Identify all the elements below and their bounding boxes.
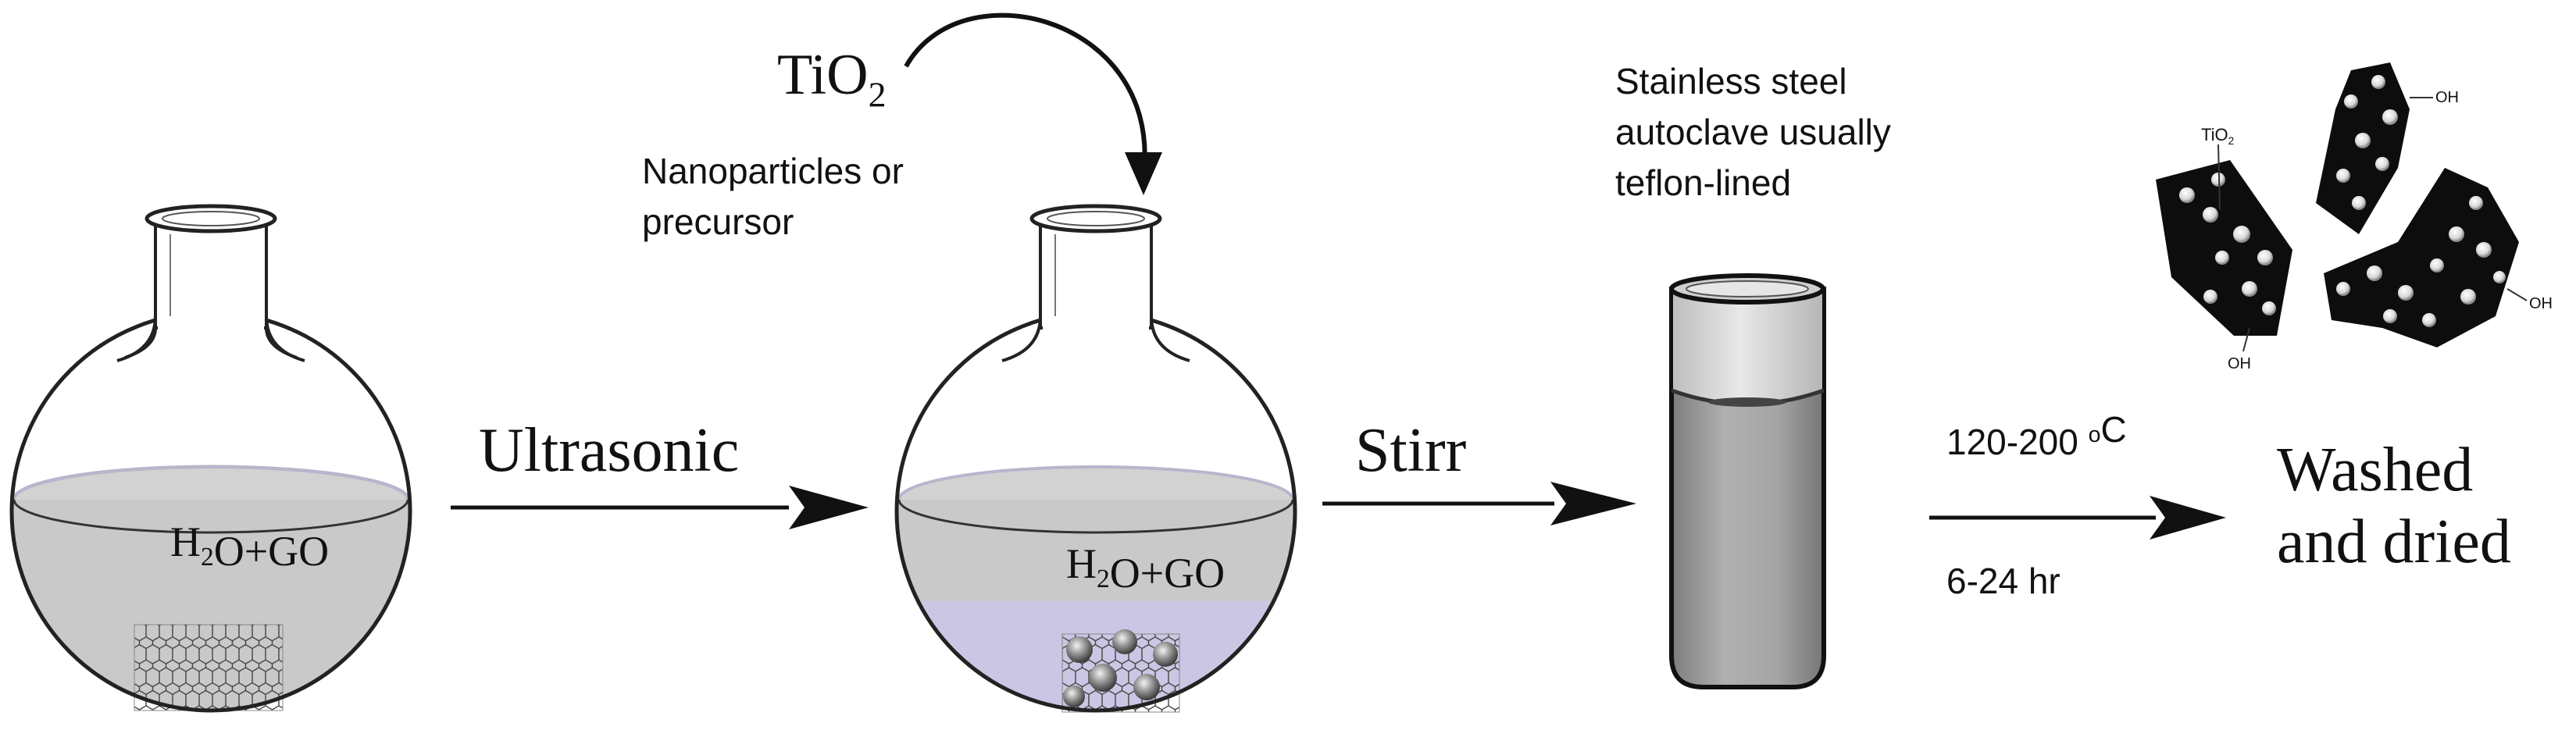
- ultrasonic-label: Ultrasonic: [479, 416, 739, 485]
- oh-label-3: OH: [2529, 295, 2553, 312]
- autoclave-icon: [1669, 273, 1826, 689]
- tio2-dots: [2179, 75, 2506, 327]
- arrow-ultrasonic: [451, 486, 869, 529]
- autoclave-label-line-2: autoclave usually: [1615, 112, 1891, 152]
- arrow-heating: [1929, 496, 2226, 540]
- duration-label: 6-24 hr: [1946, 561, 2060, 601]
- flask-1-solution-label: H2O+GO: [170, 518, 329, 575]
- oh-label-2: OH: [2228, 355, 2251, 372]
- tio2-note-line-2: precursor: [642, 201, 794, 242]
- temperature-label: 120-200 oC: [1946, 409, 2127, 462]
- stirr-label: Stirr: [1355, 416, 1466, 485]
- tio2-label: TiO2: [777, 43, 887, 114]
- final-label-line-2: and dried: [2277, 507, 2511, 576]
- arrow-stirr: [1322, 482, 1636, 525]
- product-tio2-label: TiO2: [2201, 125, 2234, 147]
- graphene-lattice-icon: [134, 624, 284, 711]
- autoclave-label-line-3: teflon-lined: [1615, 162, 1791, 203]
- flask-2-solution-label: H2O+GO: [1066, 540, 1225, 597]
- flask-1-liquid: [12, 465, 410, 710]
- tio2-note-line-1: Nanoparticles or: [642, 151, 904, 191]
- autoclave-label-line-1: Stainless steel: [1615, 61, 1847, 101]
- final-label-line-1: Washed: [2277, 436, 2473, 504]
- flask-1: [9, 204, 412, 713]
- tio2-curved-arrow: [904, 12, 1147, 169]
- flask-2: [894, 204, 1297, 713]
- oh-label-1: OH: [2435, 89, 2459, 106]
- tio2-graphene-composite-icon: [2156, 62, 2528, 352]
- tio2-arrowhead-icon: [1125, 152, 1162, 195]
